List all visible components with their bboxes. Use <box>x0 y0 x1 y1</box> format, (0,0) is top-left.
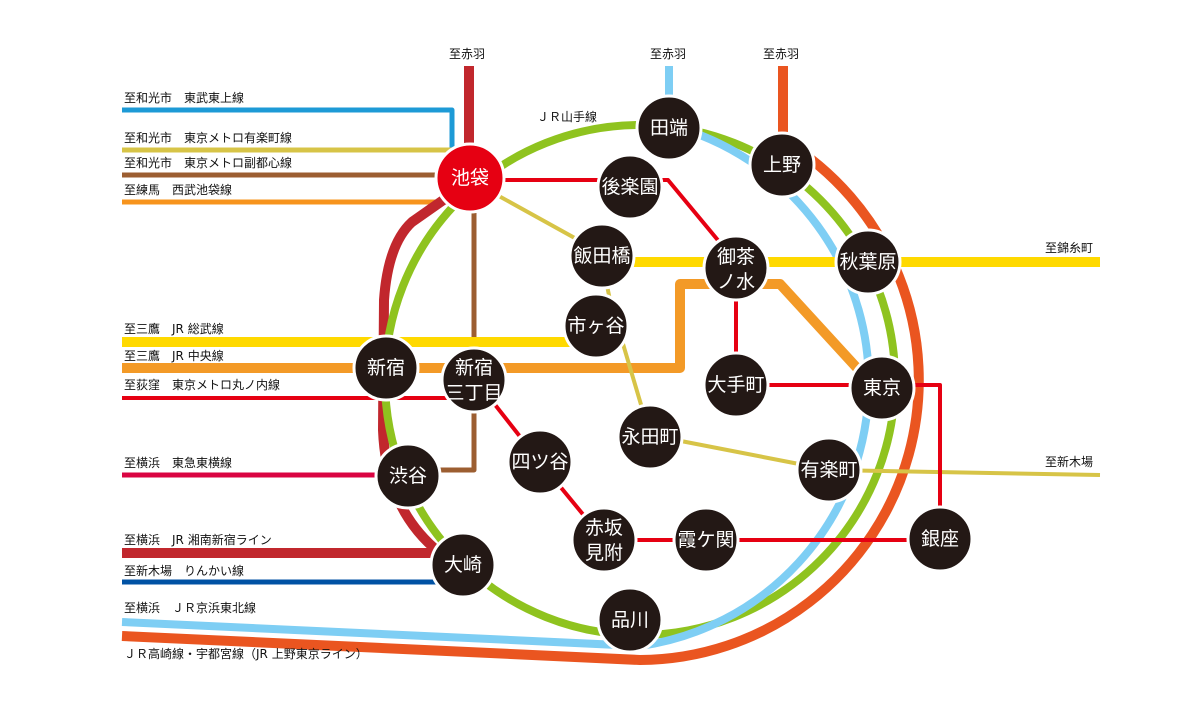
station-otemachi[interactable]: 大手町 <box>702 351 770 419</box>
svg-text:池袋: 池袋 <box>451 167 489 189</box>
marunouchi-line-south <box>472 376 940 542</box>
sobu-label: 至三鷹 JR 総武線 <box>124 321 224 336</box>
akabane-label-mid: 至赤羽 <box>650 47 686 61</box>
fukutoshin-label: 至和光市 東京メトロ副都心線 <box>124 155 292 170</box>
kinshicho-label: 至錦糸町 <box>1045 240 1093 255</box>
svg-text:大崎: 大崎 <box>444 554 482 576</box>
akabane-label-left: 至赤羽 <box>449 47 485 61</box>
tokyu-label: 至横浜 東急東横線 <box>124 455 232 470</box>
takasaki-label: ＪＲ高崎線・宇都宮線（JR 上野東京ライン） <box>124 646 368 661</box>
tobu-label: 至和光市 東武東上線 <box>124 90 244 105</box>
station-akihabara[interactable]: 秋葉原 <box>834 228 902 296</box>
station-ochanomizu[interactable]: 御茶 ノ水 <box>702 234 770 302</box>
svg-text:見附: 見附 <box>585 542 623 564</box>
station-shinjuku-sanchome[interactable]: 新宿 三丁目 <box>440 346 508 414</box>
yamanote-label: ＪＲ山手線 <box>537 109 597 124</box>
station-kasumigaseki[interactable]: 霞ケ関 <box>672 506 740 574</box>
chuo-label: 至三鷹 JR 中央線 <box>124 348 224 363</box>
station-shinjuku[interactable]: 新宿 <box>352 334 420 402</box>
svg-text:新宿: 新宿 <box>455 357 493 379</box>
svg-text:市ヶ谷: 市ヶ谷 <box>567 315 624 337</box>
station-iidabashi[interactable]: 飯田橋 <box>568 222 636 290</box>
station-ueno[interactable]: 上野 <box>748 131 816 199</box>
station-osaki[interactable]: 大崎 <box>429 531 497 599</box>
svg-text:霞ケ関: 霞ケ関 <box>677 529 734 551</box>
station-korakuen[interactable]: 後楽園 <box>596 153 664 221</box>
station-shibuya[interactable]: 渋谷 <box>374 442 442 510</box>
station-tabata[interactable]: 田端 <box>635 94 703 162</box>
svg-text:新宿: 新宿 <box>367 357 405 379</box>
station-ichigaya[interactable]: 市ヶ谷 <box>562 292 630 360</box>
svg-text:品川: 品川 <box>611 609 649 631</box>
station-yotsuya[interactable]: 四ツ谷 <box>506 428 574 496</box>
keihin-label: 至横浜 ＪＲ京浜東北線 <box>124 600 256 615</box>
svg-text:秋葉原: 秋葉原 <box>839 251 896 273</box>
svg-text:御茶: 御茶 <box>717 246 755 268</box>
station-akasaka-mitsuke[interactable]: 赤坂 見附 <box>570 506 638 574</box>
svg-text:有楽町: 有楽町 <box>800 459 857 481</box>
svg-text:大手町: 大手町 <box>707 374 764 396</box>
shonan-shinjuku-line <box>122 66 474 558</box>
rinkai-label: 至新木場 りんかい線 <box>124 563 244 578</box>
svg-text:田端: 田端 <box>650 117 688 139</box>
svg-text:上野: 上野 <box>763 154 801 176</box>
fukutoshin-line-trunk <box>422 178 477 473</box>
akabane-label-right: 至赤羽 <box>763 47 799 61</box>
svg-text:永田町: 永田町 <box>621 426 678 448</box>
svg-text:赤坂: 赤坂 <box>585 517 623 539</box>
svg-text:東京: 東京 <box>863 377 901 399</box>
station-ginza[interactable]: 銀座 <box>906 505 974 573</box>
takasaki-line <box>121 135 924 665</box>
seibu-label: 至練馬 西武池袋線 <box>124 182 232 197</box>
station-nagatacho[interactable]: 永田町 <box>616 403 684 471</box>
shinkiba-label: 至新木場 <box>1045 454 1093 469</box>
marunouchi-label: 至荻窪 東京メトロ丸ノ内線 <box>124 377 280 392</box>
station-shinagawa[interactable]: 品川 <box>596 586 664 654</box>
svg-text:飯田橋: 飯田橋 <box>573 245 630 267</box>
svg-text:三丁目: 三丁目 <box>445 382 502 404</box>
yurakucho-label: 至和光市 東京メトロ有楽町線 <box>124 130 292 145</box>
svg-text:四ツ谷: 四ツ谷 <box>511 451 568 473</box>
shonan-label: 至横浜 JR 湘南新宿ライン <box>124 532 272 547</box>
svg-text:渋谷: 渋谷 <box>389 465 427 487</box>
svg-text:後楽園: 後楽園 <box>601 176 658 198</box>
svg-text:銀座: 銀座 <box>921 528 959 550</box>
station-yurakucho[interactable]: 有楽町 <box>795 436 863 504</box>
station-tokyo[interactable]: 東京 <box>848 354 916 422</box>
station-ikebukuro[interactable]: 池袋 <box>434 142 506 214</box>
svg-text:ノ水: ノ水 <box>717 271 755 293</box>
